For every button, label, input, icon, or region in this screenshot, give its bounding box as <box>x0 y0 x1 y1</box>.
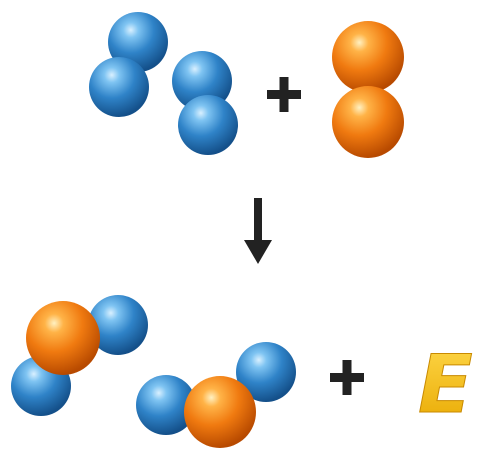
reactant-h2-molecule-1 <box>89 12 168 117</box>
hydrogen-atom <box>178 95 238 155</box>
oxygen-atom <box>26 301 100 375</box>
oxygen-atom <box>184 376 256 448</box>
product-h2o-molecule-2 <box>136 342 296 448</box>
hydrogen-atom <box>88 295 148 355</box>
hydrogen-atom <box>108 12 168 72</box>
plus-icon <box>267 77 301 112</box>
hydrogen-atom <box>172 51 232 111</box>
hydrogen-atom <box>89 57 149 117</box>
reactant-o2-molecule <box>332 21 404 158</box>
plus-icon <box>330 360 364 395</box>
reactant-h2-molecule-2 <box>172 51 238 155</box>
energy-label: E <box>418 338 473 431</box>
hydrogen-atom <box>236 342 296 402</box>
product-h2o-molecule-1 <box>11 295 148 416</box>
oxygen-atom <box>332 86 404 158</box>
hydrogen-atom <box>136 375 196 435</box>
down-arrow-icon <box>244 198 272 264</box>
oxygen-atom <box>332 21 404 93</box>
